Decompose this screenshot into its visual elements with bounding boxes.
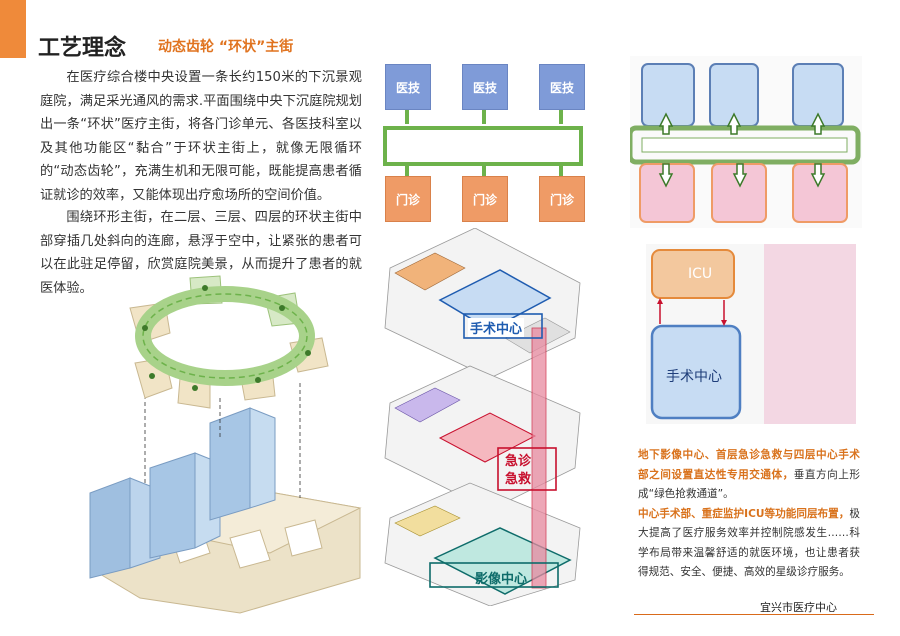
connector bbox=[405, 110, 409, 124]
plan-surgery-label: 手术中心 bbox=[666, 369, 722, 385]
page-subtitle: 动态齿轮 “环状”主街 bbox=[158, 39, 294, 55]
ring-street-bar bbox=[383, 126, 583, 166]
caption-highlight-1: 地下影像中心、首层急诊急救与四层中心手术部之间设置直达性专用交通体， bbox=[638, 449, 860, 481]
caption-text-2: 极大提高了医疗服务效率并控制院感发生……科学布局带来温馨舒适的就医环境，也让患者… bbox=[638, 507, 860, 579]
imaging-center-label: 影像中心 bbox=[475, 572, 528, 587]
corridor-paragraph: 围绕环形主街，在二层、三层、四层的环状主街中部穿插几处斜向的连廊，悬浮于空中，让… bbox=[40, 210, 362, 296]
surgery-center-label: 手术中心 bbox=[468, 318, 525, 337]
gear-axonometric-diagram bbox=[89, 275, 362, 614]
connector bbox=[559, 166, 563, 180]
connector bbox=[405, 166, 409, 180]
icu-label: ICU bbox=[688, 266, 713, 282]
intro-paragraph: 在医疗综合楼中央设置一条长约150米的下沉景观庭院，满足采光通风的需求.平面围绕… bbox=[40, 70, 362, 203]
connector bbox=[559, 110, 563, 124]
accent-bar bbox=[0, 0, 26, 58]
outpatient-block-3: 门诊 bbox=[539, 176, 585, 222]
connector bbox=[482, 110, 486, 124]
medtech-block-1: 医技 bbox=[385, 64, 431, 110]
caption-text-1: 垂直方向上形成“绿色抢救通道”。 bbox=[638, 468, 861, 501]
medtech-block-2: 医技 bbox=[462, 64, 508, 110]
stacked-floor-diagram bbox=[384, 228, 581, 606]
connector bbox=[482, 166, 486, 180]
medtech-block-3: 医技 bbox=[539, 64, 585, 110]
emergency-label-1: 急诊 bbox=[505, 454, 532, 469]
plan-caption: 地下影像中心、首层急诊急救与四层中心手术部之间设置直达性专用交通体，垂直方向上形… bbox=[638, 446, 860, 583]
ring-plan-diagram bbox=[630, 56, 862, 228]
caption-highlight-2: 中心手术部、重症监护ICU等功能同层布置， bbox=[638, 507, 850, 520]
footer-rule bbox=[634, 614, 874, 615]
footer-project-name: 宜兴市医疗中心 bbox=[760, 601, 837, 614]
outpatient-block-1: 门诊 bbox=[385, 176, 431, 222]
page-title: 工艺理念 bbox=[38, 36, 127, 61]
emergency-label-2: 急救 bbox=[505, 472, 532, 487]
icu-surgery-plan bbox=[646, 244, 856, 424]
outpatient-block-2: 门诊 bbox=[462, 176, 508, 222]
